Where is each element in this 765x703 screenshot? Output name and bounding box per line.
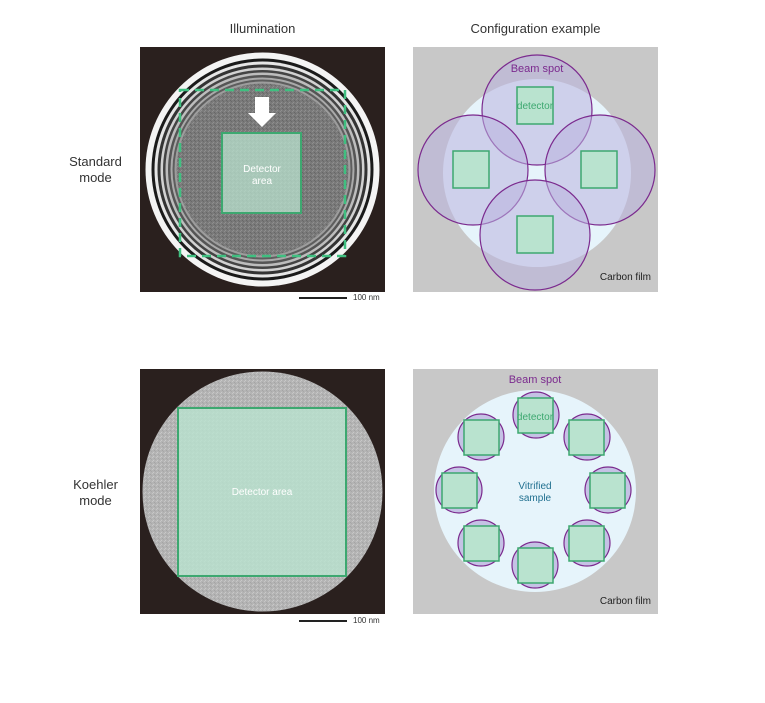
detector-area-label: Detector area [232,487,293,498]
koehler-scale-bar [299,620,347,622]
detector-square [589,472,626,509]
detector-square [441,472,478,509]
row-header-standard-line1: Standard [69,154,122,169]
vitrified-sample-label-line2: sample [519,493,552,504]
detector-square [517,547,554,584]
detector-square [568,525,605,562]
detector-area-box [177,407,347,577]
koehler-configuration-diagram: Beam spot detector Vitrified sample Carb… [413,369,658,614]
vitrified-sample-label-line1: Vitrified [518,481,551,492]
column-header-configuration: Configuration example [470,21,601,36]
koehler-scale-label: 100 nm [353,616,380,625]
standard-scale-bar [299,297,347,299]
detector-area-label-line2: area [252,176,272,187]
koehler-illumination-image: Detector area [140,369,385,614]
detector-area-box [221,132,302,214]
detector-square [517,397,554,434]
detector-label: detector [517,101,554,112]
beam-spot-label: Beam spot [511,63,564,75]
standard-configuration-diagram: Beam spot detector Carbon film [413,47,658,292]
down-arrow-icon [248,97,276,127]
detector-square [463,419,500,456]
detector-label: detector [517,412,554,423]
detector-square [516,215,554,254]
column-header-illumination: Illumination [229,21,296,36]
detector-square [516,86,554,125]
row-header-standard-line2: mode [79,170,112,185]
standard-scale-label: 100 nm [353,293,380,302]
row-header-standard-mode: Standard mode [58,154,133,186]
detector-square [463,525,500,562]
detector-square [580,150,618,189]
dashed-field-outline [178,88,347,258]
row-header-koehler-line1: Koehler [73,477,118,492]
row-header-koehler-line2: mode [79,493,112,508]
carbon-film-label: Carbon film [600,272,651,283]
standard-illumination-image: Detector area [140,47,385,292]
detector-square [568,419,605,456]
detector-square [452,150,490,189]
detector-area-label-line1: Detector [243,164,281,175]
beam-spot-label: Beam spot [509,374,562,386]
carbon-film-label: Carbon film [600,596,651,607]
row-header-koehler-mode: Koehler mode [58,477,133,509]
